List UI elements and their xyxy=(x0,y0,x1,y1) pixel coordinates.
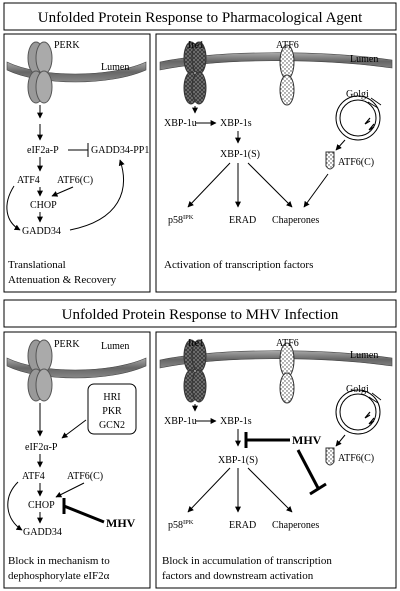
erad-label: ERAD xyxy=(229,215,256,226)
golgi xyxy=(335,389,382,435)
top-title: Unfolded Protein Response to Pharmacolog… xyxy=(38,10,363,26)
chop-label: CHOP xyxy=(30,200,57,211)
er-membrane xyxy=(159,52,393,71)
erad-label: ERAD xyxy=(229,520,256,531)
panel-ire1-atf6-pharmacological: Ire1 ATF6 Lumen Golgi ATF6(C) XBP-1u XBP… xyxy=(155,33,397,293)
atf6c-fragment xyxy=(325,151,335,170)
p58ipk-label: p58IPK xyxy=(168,519,194,531)
lumen-label: Lumen xyxy=(101,62,129,73)
mhv-label: MHV xyxy=(106,516,136,530)
atf6-receptor xyxy=(279,44,295,106)
caption: Activation of transcription factors xyxy=(164,259,313,271)
panel-perk-pharmacological: PERK Lumen eIF2a-P GADD34-PP1 ATF4 ATF6(… xyxy=(3,33,151,293)
xbp1u-label: XBP-1u xyxy=(164,118,197,129)
panel-ire1-atf6-mhv: Ire1 ATF6 Lumen Golgi ATF6(C) XBP-1u XBP… xyxy=(155,331,397,589)
perk-receptor xyxy=(27,41,53,104)
lumen-label: Lumen xyxy=(101,341,129,352)
caption-line2: factors and downstream activation xyxy=(162,570,314,582)
gadd34-pp1-label: GADD34-PP1 xyxy=(91,145,149,156)
pkr-label: PKR xyxy=(102,406,122,417)
atf4-label: ATF4 xyxy=(22,471,45,482)
xbp1s-label: XBP-1s xyxy=(220,118,252,129)
xbp1s-label: XBP-1s xyxy=(220,416,252,427)
ire1-label: Ire1 xyxy=(188,338,204,349)
atf6c-label: ATF6(C) xyxy=(338,453,374,464)
gadd34-label: GADD34 xyxy=(23,527,62,538)
chop-label: CHOP xyxy=(28,500,55,511)
p58ipk-label: p58IPK xyxy=(168,214,194,226)
xbp1-s-label: XBP-1(S) xyxy=(220,149,260,160)
top-title-box xyxy=(3,2,397,31)
hri-label: HRI xyxy=(103,392,120,403)
perk-label: PERK xyxy=(54,40,80,51)
lumen-label: Lumen xyxy=(350,54,378,65)
perk-receptor xyxy=(27,339,53,402)
lumen-label: Lumen xyxy=(350,350,378,361)
atf6-label: ATF6 xyxy=(276,40,299,51)
atf6-receptor xyxy=(279,342,295,404)
caption-line2: dephosphorylate eIF2α xyxy=(8,570,110,582)
atf6-label: ATF6 xyxy=(276,338,299,349)
gcn2-label: GCN2 xyxy=(99,420,125,431)
caption-line1: Translational xyxy=(8,259,66,271)
perk-label: PERK xyxy=(54,339,80,350)
ire1-receptor xyxy=(183,339,207,403)
bottom-title: Unfolded Protein Response to MHV Infecti… xyxy=(62,307,339,323)
eif2a-p-label: eIF2a-P xyxy=(27,145,59,156)
atf6c-label: ATF6(C) xyxy=(67,471,103,482)
ire1-receptor xyxy=(183,41,207,105)
chaperones-label: Chaperones xyxy=(272,520,319,531)
panel-perk-mhv: PERK Lumen HRI PKR GCN2 eIF2α-P ATF4 ATF… xyxy=(3,331,151,589)
xbp1u-label: XBP-1u xyxy=(164,416,197,427)
atf6c-label: ATF6(C) xyxy=(57,175,93,186)
bottom-title-box xyxy=(3,299,397,328)
ire1-label: Ire1 xyxy=(188,40,204,51)
chaperones-label: Chaperones xyxy=(272,215,319,226)
atf4-label: ATF4 xyxy=(17,175,40,186)
caption-line2: Attenuation & Recovery xyxy=(8,274,117,286)
gadd34-label: GADD34 xyxy=(22,226,61,237)
er-membrane xyxy=(159,350,393,369)
atf6c-label: ATF6(C) xyxy=(338,157,374,168)
golgi-label: Golgi xyxy=(346,384,369,395)
caption-line1: Block in mechanism to xyxy=(8,555,110,567)
kinase-box xyxy=(87,383,137,435)
golgi xyxy=(335,95,382,141)
golgi-label: Golgi xyxy=(346,89,369,100)
atf6c-fragment xyxy=(325,447,335,466)
mhv-label: MHV xyxy=(292,433,322,447)
caption-line1: Block in accumulation of transcription xyxy=(162,555,332,567)
eif2a-p-label: eIF2α-P xyxy=(25,442,58,453)
xbp1-s-label: XBP-1(S) xyxy=(218,455,258,466)
